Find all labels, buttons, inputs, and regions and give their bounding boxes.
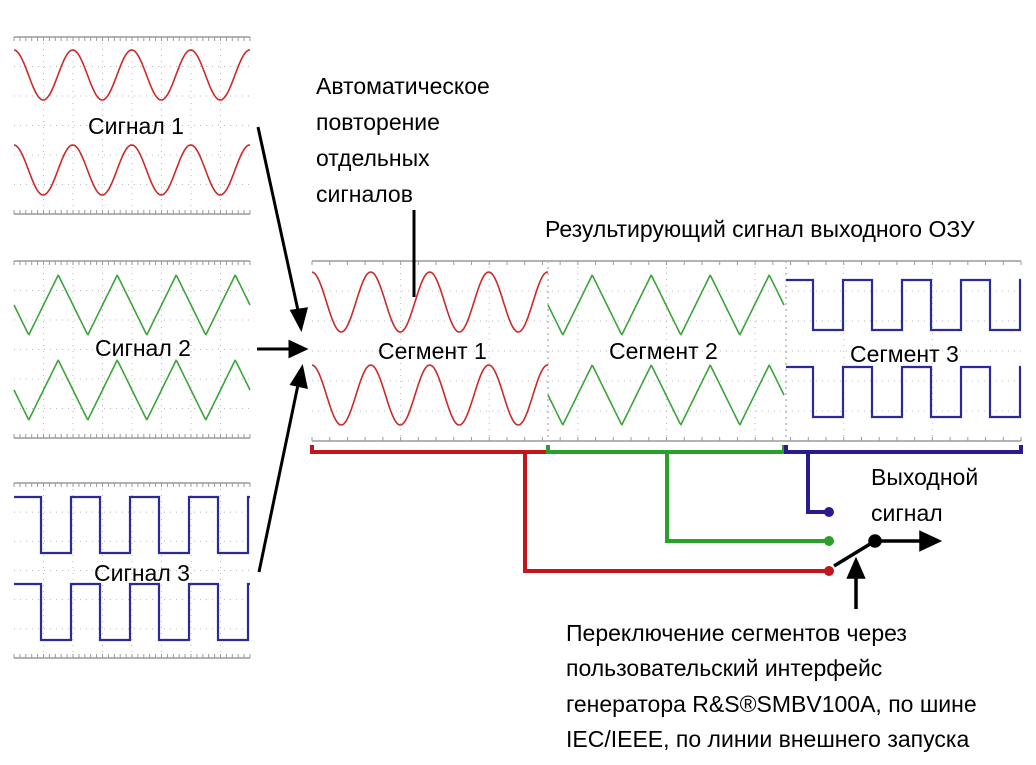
signal-1-wave-lower [13,144,251,196]
signal-arrows [256,126,416,573]
bus-red [310,445,550,454]
switch-lever [833,539,876,568]
switch-control-arrow-head [846,556,866,579]
signal-3-label: Сигнал 3 [94,560,190,586]
auto-repeat-line-2: повторение [316,109,440,135]
feed-blue [806,452,829,514]
signal-3-panel [13,482,251,659]
segment-2-wave-lower [547,364,785,426]
signal-3-wave-lower [14,582,250,642]
bus-green [546,445,786,454]
signal-2-label: Сигнал 2 [95,335,191,361]
signal-1-panel [13,36,251,215]
auto-repeat-line-4: сигналов [316,181,413,207]
segment-2-label: Сегмент 2 [609,338,718,364]
output-switch [833,530,943,609]
segment-1-wave-upper [311,271,549,333]
bus-blue [784,445,1023,454]
switching-note-line-4: IEC/IEEE, по линии внешнего запуска [566,726,970,752]
output-arrow-head [919,530,943,552]
segment-3-label: Сегмент 3 [850,341,959,367]
auto-repeat-line-1: Автоматическое [316,73,490,99]
signal-3-wave-upper [14,495,250,555]
segment-bus [310,445,1023,573]
signal-1-wave-upper [13,49,251,101]
output-label-line-2: сигнал [871,500,943,526]
segment-1-wave-lower [311,364,549,426]
arrow-head-2 [288,339,309,359]
switch-contact-blue [824,507,834,517]
segment-3-wave-lower [786,365,1022,419]
feed-green [665,452,829,543]
switching-note-line-1: Переключение сегментов через [566,620,907,646]
signal-2-wave-upper [13,274,251,336]
segment-2-wave-upper [547,274,785,336]
arrow-signal-3 [257,379,301,573]
arrow-signal-1 [256,126,301,316]
switching-note-line-3: генератора R&S®SMBV100A, по шине [566,691,977,717]
output-label-line-1: Выходной [871,464,979,490]
signal-2-panel [13,260,251,439]
result-title: Результирующий сигнал выходного ОЗУ [545,216,975,242]
switch-contact-green [824,536,834,546]
switching-note-line-2: пользовательский интерфейс [566,655,883,681]
signal-2-wave-lower [13,359,251,421]
result-signal-panel [311,260,1022,442]
segment-1-label: Сегмент 1 [378,338,487,364]
feed-red [523,452,829,573]
arrow-head-3 [289,364,308,389]
arrow-head-1 [289,307,309,333]
signal-1-label: Сигнал 1 [88,113,184,139]
auto-repeat-line-3: отдельных [316,145,430,171]
segment-3-wave-upper [786,278,1022,332]
switch-contact-red [824,566,834,576]
